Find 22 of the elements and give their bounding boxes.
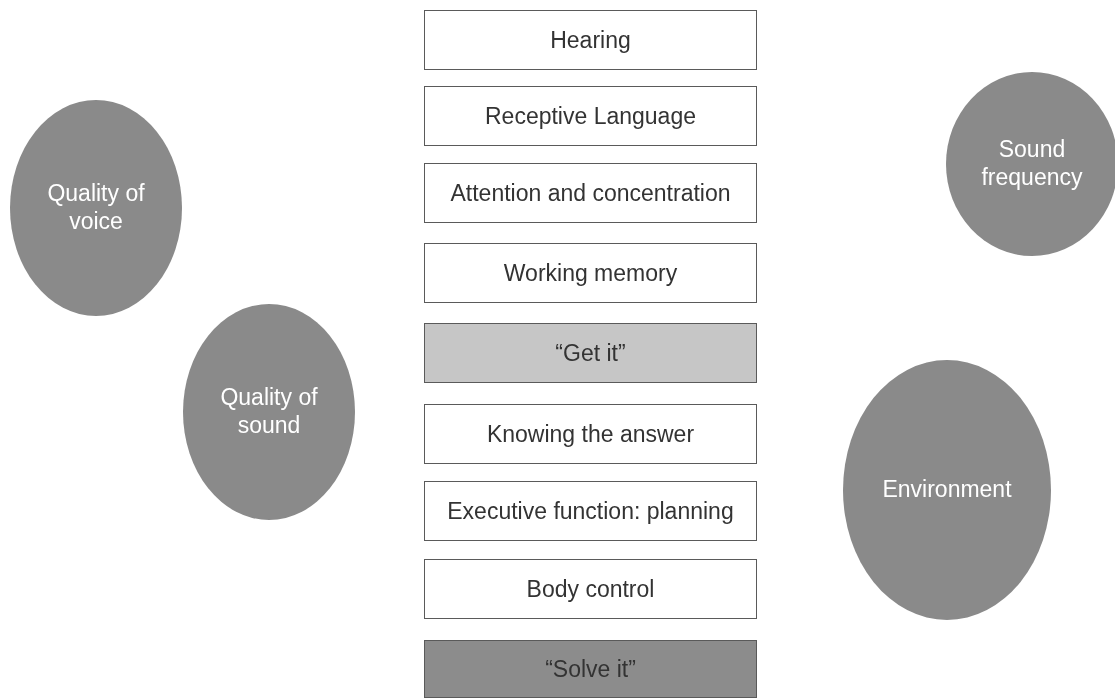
node-label: Quality of sound xyxy=(219,384,319,440)
process-box xyxy=(424,559,757,619)
process-box xyxy=(424,404,757,464)
process-box xyxy=(424,323,757,383)
node-label: Executive function: planning xyxy=(447,497,734,525)
node-label: Hearing xyxy=(550,26,631,54)
node-label: Body control xyxy=(526,575,655,603)
node-label: Knowing the answer xyxy=(486,420,695,448)
process-box xyxy=(424,481,757,541)
node-label: Working memory xyxy=(503,259,678,287)
process-box xyxy=(424,243,757,303)
node-label: “Get it” xyxy=(555,339,626,367)
node-label: Environment xyxy=(882,476,1012,504)
node-label: Receptive Language xyxy=(485,102,696,130)
process-box xyxy=(424,640,757,698)
node-label: Quality of voice xyxy=(46,180,146,236)
process-box xyxy=(424,86,757,146)
process-box xyxy=(424,163,757,223)
process-box xyxy=(424,10,757,70)
node-label: Sound frequency xyxy=(980,136,1084,192)
node-label: “Solve it” xyxy=(545,655,636,683)
node-label: Attention and concentration xyxy=(450,179,731,207)
